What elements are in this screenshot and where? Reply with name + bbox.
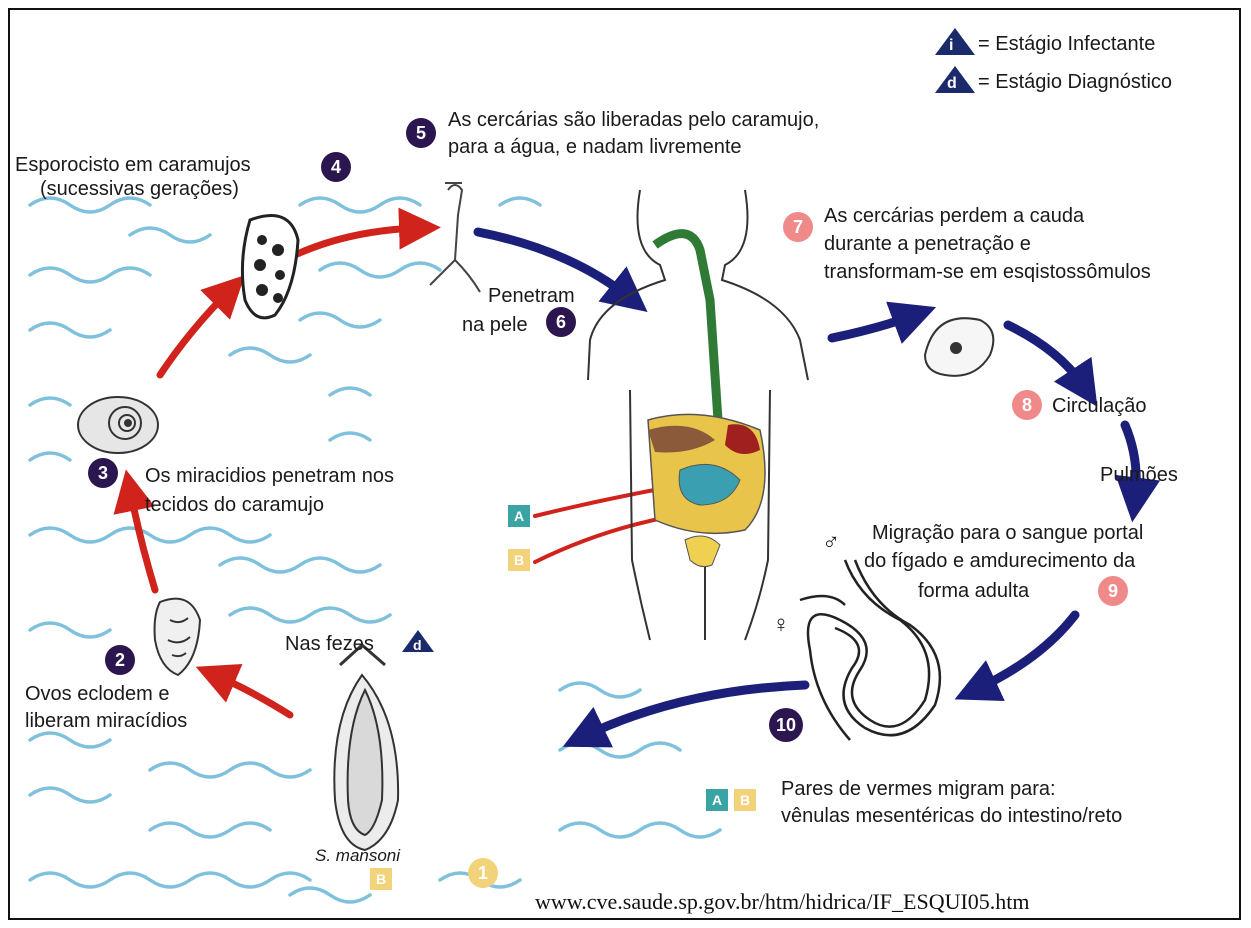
step-6-text-line1: Penetram: [488, 283, 575, 309]
blue-arrows: [478, 232, 1136, 737]
step-5-text-line2: para a água, e nadam livremente: [448, 134, 742, 160]
feces-label: Nas fezes: [285, 631, 374, 657]
step-3-text-line2: tecidos do caramujo: [145, 492, 324, 518]
sporocyst-drawing: [242, 216, 298, 318]
step-4-text-line2: (sucessivas gerações): [40, 176, 239, 202]
step-9-badge: 9: [1098, 576, 1128, 606]
step-9-text-line1: Migração para o sangue portal: [872, 520, 1143, 546]
step-7-text-line2: durante a penetração e: [824, 231, 1031, 257]
step-8-label: Circulação: [1052, 393, 1146, 419]
snail-drawing: [78, 397, 158, 453]
step-8-badge: 8: [1012, 390, 1042, 420]
step-2-badge: 2: [105, 645, 135, 675]
egg-drawing: [334, 645, 398, 850]
step-1-badge: 1: [468, 858, 498, 888]
miracidium-drawing: [155, 599, 200, 675]
box-a-intestine: A: [508, 505, 530, 527]
box-b-step-10: B: [734, 789, 756, 811]
step-10-text-line1: Pares de vermes migram para:: [781, 776, 1056, 802]
step-6-badge: 6: [546, 307, 576, 337]
step-7-text-line3: transformam-se em esqistossômulos: [824, 259, 1151, 285]
step-7-text-line1: As cercárias perdem a cauda: [824, 203, 1084, 229]
schistosomulum-drawing: [925, 318, 993, 376]
step-2-text-line2: liberam miracídios: [25, 708, 187, 734]
step-10-badge: 10: [769, 708, 803, 742]
step-9-text-line3: forma adulta: [918, 578, 1029, 604]
cercaria-drawing: [430, 183, 480, 292]
box-a-step-10: A: [706, 789, 728, 811]
step-2-text-line1: Ovos eclodem e: [25, 681, 170, 707]
step-3-badge: 3: [88, 458, 118, 488]
male-symbol: ♂: [822, 530, 840, 556]
digestive-tract: [648, 234, 765, 567]
step-5-text-line1: As cercárias são liberadas pelo caramujo…: [448, 107, 819, 133]
step-6-text-line2: na pele: [462, 312, 528, 338]
step-3-text-line1: Os miracidios penetram nos: [145, 463, 394, 489]
box-b-feces: B: [370, 868, 392, 890]
legend-infective-symbol: i: [949, 33, 953, 59]
legend-diagnostic-label: = Estágio Diagnóstico: [978, 69, 1172, 95]
step-7-badge: 7: [783, 212, 813, 242]
feces-diagnostic-symbol: d: [413, 632, 422, 658]
step-9-text-line2: do fígado e amdurecimento da: [864, 548, 1135, 574]
step-4-badge: 4: [321, 152, 351, 182]
step-8-sublabel: Pulmões: [1100, 462, 1178, 488]
legend-diagnostic-symbol: d: [947, 71, 957, 97]
species-label: S. mansoni: [315, 843, 400, 869]
step-5-badge: 5: [406, 118, 436, 148]
step-10-text-line2: vênulas mesentéricas do intestino/reto: [781, 803, 1122, 829]
source-url: www.cve.saude.sp.gov.br/htm/hidrica/IF_E…: [535, 889, 1030, 915]
legend-infective-label: = Estágio Infectante: [978, 31, 1155, 57]
box-b-intestine: B: [508, 549, 530, 571]
female-symbol: ♀: [772, 612, 790, 638]
step-4-text-line1: Esporocisto em caramujos: [15, 152, 251, 178]
